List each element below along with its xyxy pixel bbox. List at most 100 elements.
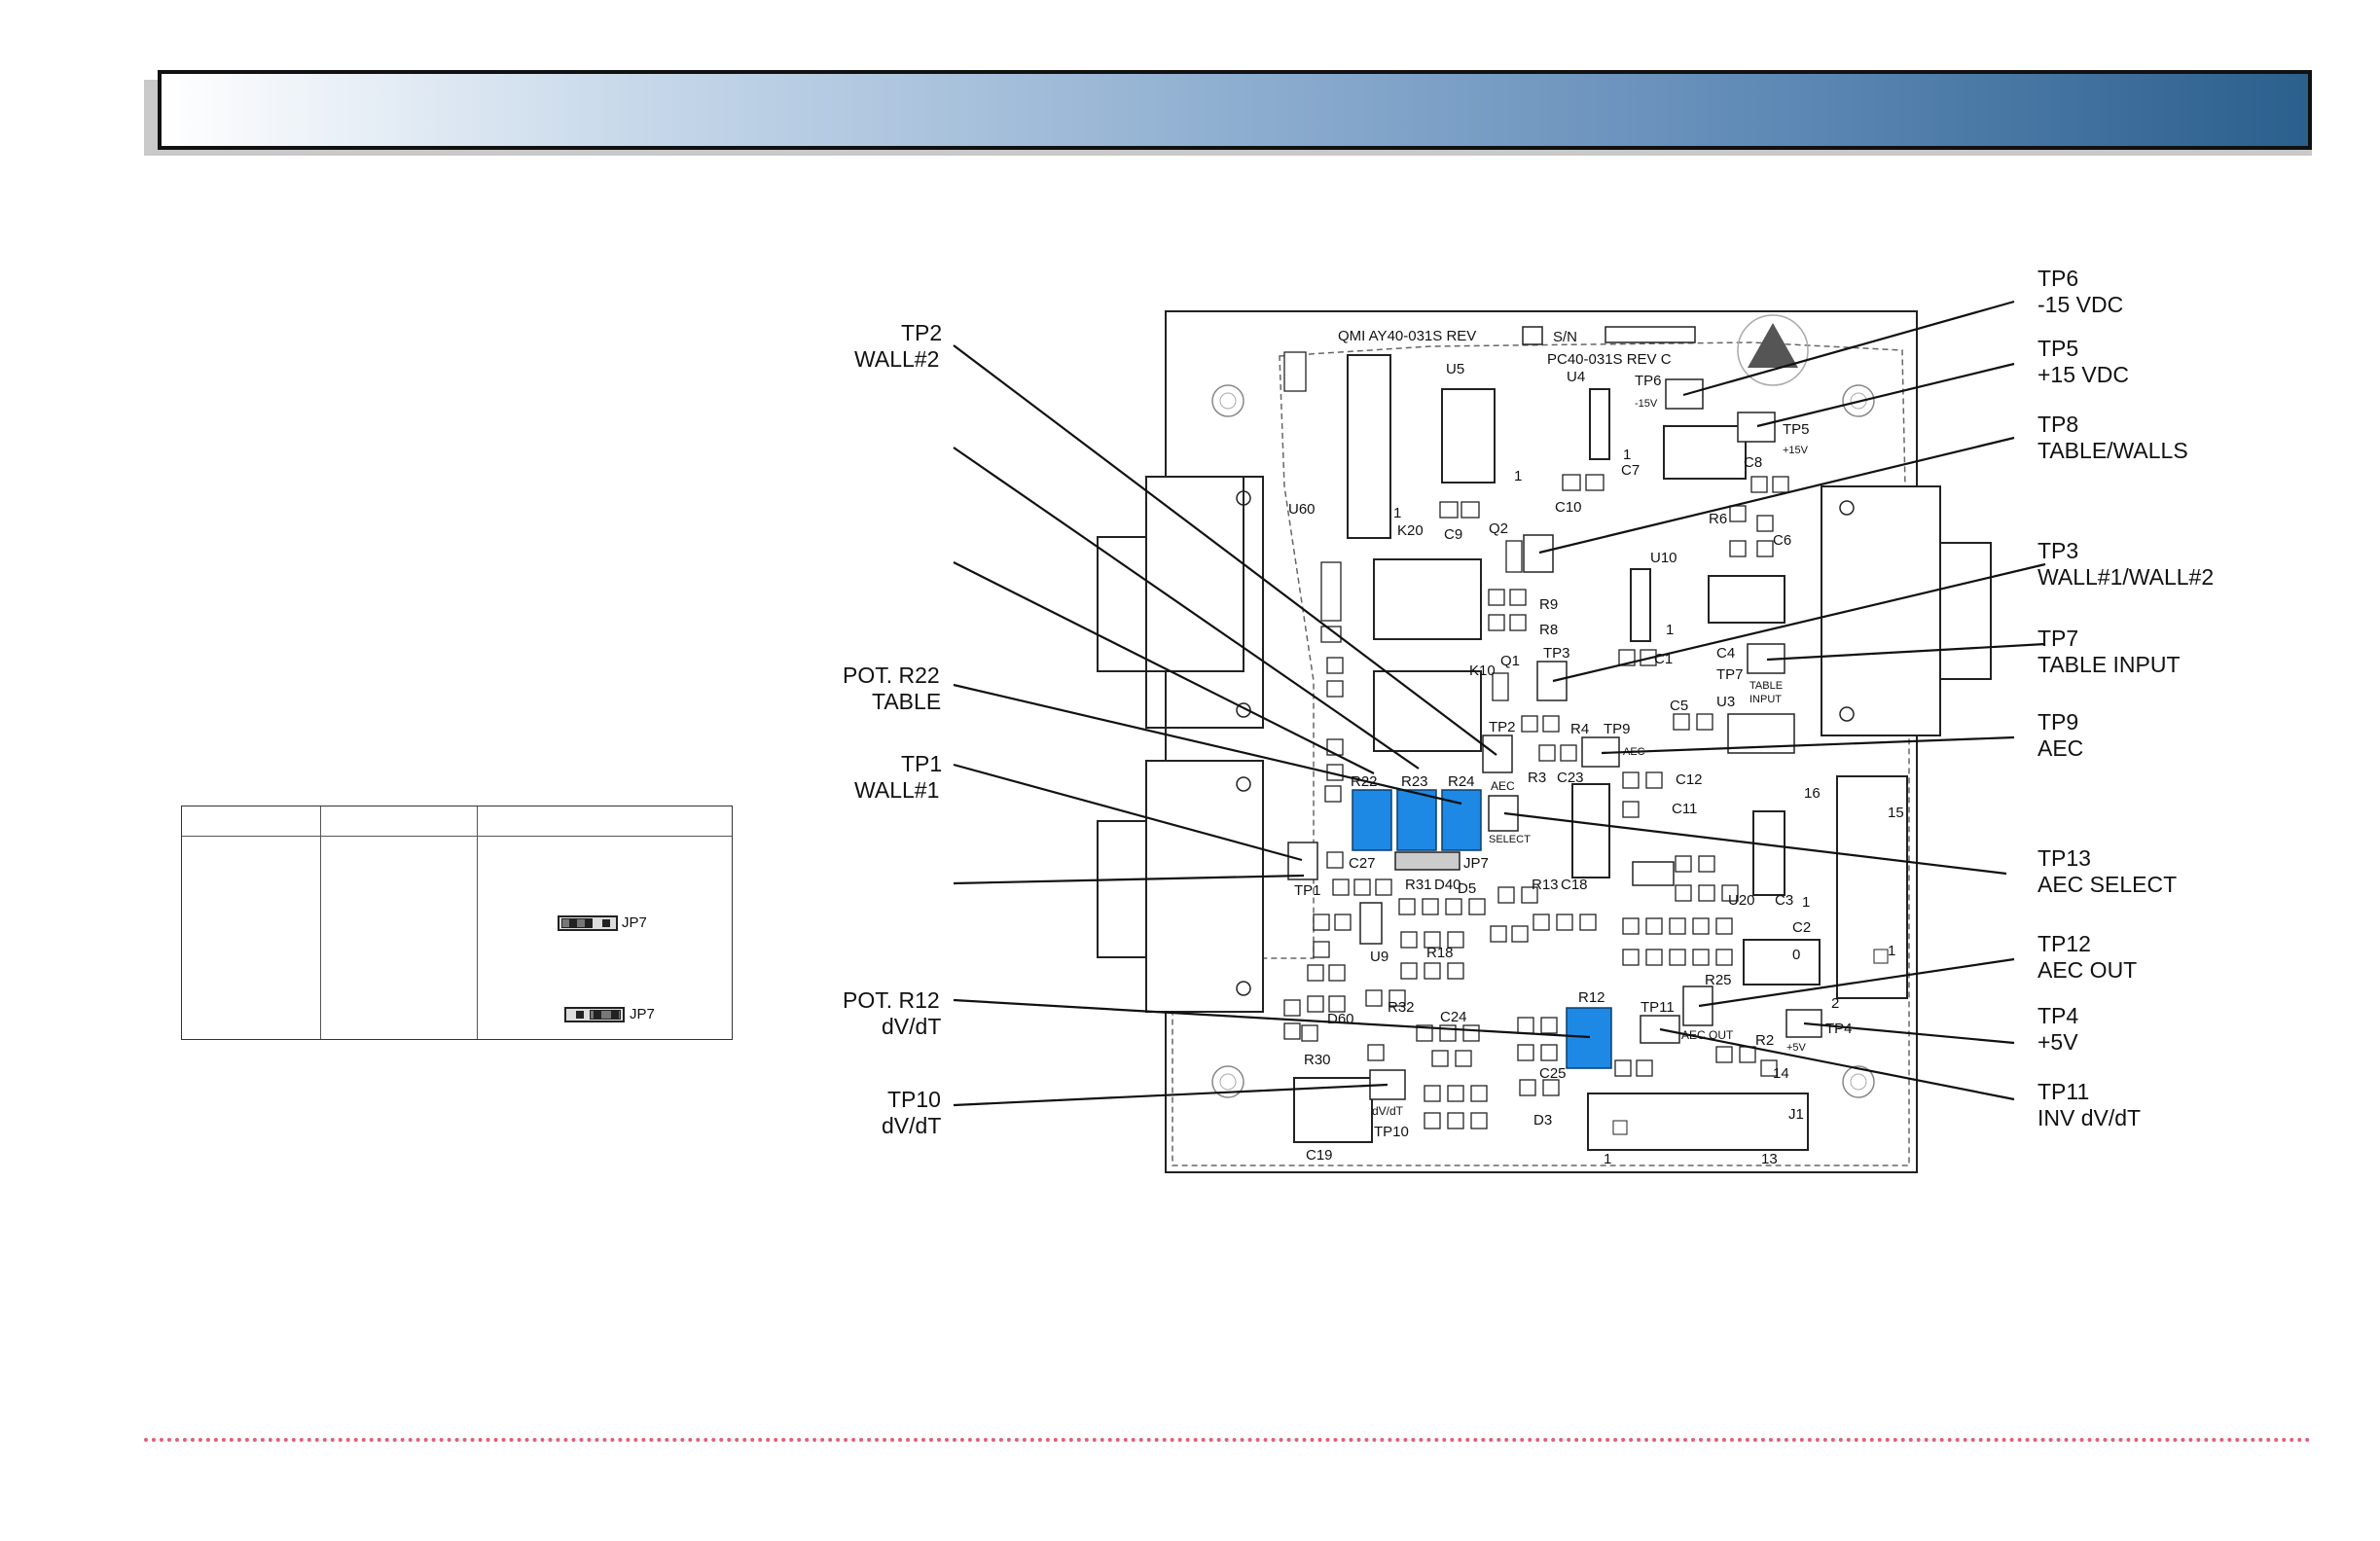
- u60-ic: [1347, 354, 1391, 539]
- label-c25: C25: [1539, 1065, 1567, 1082]
- label-tp1: TP1: [1294, 882, 1321, 899]
- callout-pot-r22-id: POT. R22: [843, 663, 940, 688]
- label-jp7: JP7: [1463, 855, 1489, 872]
- sn-label: S/N: [1553, 329, 1577, 345]
- mounting-hole: [1219, 1073, 1237, 1091]
- label-k10: K10: [1469, 663, 1496, 679]
- label-r23: R23: [1401, 773, 1428, 790]
- callout-tp1-desc: WALL#1: [854, 777, 939, 803]
- label-c12: C12: [1676, 771, 1703, 788]
- label-pin1f: 1: [1666, 622, 1674, 638]
- label-tp11: TP11: [1641, 999, 1675, 1016]
- label-u9: U9: [1370, 949, 1388, 965]
- c2-capacitor: [1743, 939, 1821, 986]
- label-r3: R3: [1528, 770, 1546, 786]
- label-aec-out: AEC OUT: [1681, 1028, 1734, 1042]
- sn-box: [1522, 326, 1543, 345]
- callout-tp5-id: TP5: [2037, 336, 2078, 361]
- u10-ic: [1630, 568, 1651, 642]
- label-c9: C9: [1444, 526, 1462, 543]
- callout-tp5-desc: +15 VDC: [2037, 362, 2129, 387]
- label-d3: D3: [1533, 1112, 1552, 1129]
- leader-lines: [953, 300, 2046, 1107]
- mounting-hole: [1850, 392, 1867, 410]
- label-r9: R9: [1539, 596, 1558, 613]
- label-r32: R32: [1388, 999, 1415, 1016]
- pot-r22: [1352, 789, 1392, 851]
- label-c24: C24: [1440, 1009, 1467, 1025]
- tp2-pad: [1482, 735, 1513, 773]
- label-c7: C7: [1621, 462, 1640, 479]
- callout-tp1-id: TP1: [901, 751, 942, 776]
- jp7-label-a: JP7: [622, 914, 647, 931]
- jp7-jumper-setting-a: [558, 915, 618, 931]
- label-r31: R31: [1405, 877, 1432, 893]
- tp12-pad: [1682, 986, 1713, 1026]
- label-c5: C5: [1670, 698, 1688, 714]
- label-pin13: 13: [1761, 1151, 1778, 1167]
- label-u20: U20: [1728, 892, 1755, 909]
- label-u3: U3: [1716, 694, 1735, 710]
- label-u60: U60: [1288, 501, 1316, 518]
- label-r22: R22: [1351, 773, 1378, 790]
- tp3-pad: [1536, 661, 1568, 701]
- callout-tp2-desc: WALL#2: [854, 346, 939, 372]
- callout-tp6-id: TP6: [2037, 266, 2078, 291]
- jumper-settings-table: JP7 JP7: [181, 806, 733, 1040]
- callout-tp2-id: TP2: [901, 320, 942, 345]
- label-r4: R4: [1570, 721, 1589, 737]
- label-tp2: TP2: [1489, 719, 1516, 735]
- label-tp7: TP7: [1716, 666, 1744, 683]
- callout-tp4-desc: +5V: [2037, 1029, 2078, 1055]
- u3-ic: [1727, 713, 1795, 754]
- label-q2: Q2: [1489, 520, 1508, 537]
- c23-capacitor: [1571, 783, 1610, 878]
- label-k20: K20: [1397, 522, 1424, 539]
- u10-capacitor: [1708, 575, 1785, 624]
- callout-tp11-desc: INV dV/dT: [2037, 1105, 2141, 1130]
- label-u5: U5: [1446, 361, 1464, 377]
- esd-warning-icon: [1737, 314, 1809, 386]
- label-c4: C4: [1716, 645, 1735, 662]
- callout-tp9-desc: AEC: [2037, 735, 2083, 761]
- label-r2: R2: [1755, 1032, 1774, 1049]
- tp1-pad: [1287, 842, 1318, 880]
- label-dvdt: dV/dT: [1372, 1104, 1404, 1118]
- label-r24: R24: [1448, 773, 1475, 790]
- connector-screw: [1236, 490, 1251, 506]
- label-c18: C18: [1561, 877, 1588, 893]
- esd-hand-icon: [1748, 323, 1798, 368]
- callout-tp9-id: TP9: [2037, 709, 2078, 735]
- mounting-hole: [1850, 1073, 1867, 1091]
- u5-ic: [1441, 388, 1496, 484]
- label-c8: C8: [1744, 454, 1762, 471]
- label-r6: R6: [1709, 511, 1727, 527]
- j1-connector: [1587, 1093, 1809, 1151]
- label-u10: U10: [1650, 550, 1677, 566]
- label-pin1e: 1: [1623, 447, 1631, 463]
- label-c10: C10: [1555, 499, 1582, 516]
- left-connector-lower-body: [1097, 820, 1147, 958]
- label-tp3: TP3: [1543, 645, 1570, 662]
- small-pads: [1283, 351, 1789, 1129]
- callout-tp10-desc: dV/dT: [882, 1113, 941, 1138]
- callout-tp12-desc: AEC OUT: [2037, 957, 2137, 983]
- label-pin1b: 1: [1604, 1151, 1611, 1167]
- pcb-board-title: QMI AY40-031S REV: [1338, 328, 1476, 344]
- callout-tp8-id: TP8: [2037, 412, 2078, 437]
- mounting-hole: [1219, 392, 1237, 410]
- label-c27: C27: [1349, 855, 1376, 872]
- label-r25: R25: [1705, 972, 1732, 988]
- tp5-pad: [1737, 412, 1776, 443]
- sn-field: [1605, 326, 1696, 343]
- connector-screw: [1236, 981, 1251, 996]
- label-r13: R13: [1532, 877, 1559, 893]
- left-connector-lower: [1145, 760, 1264, 1013]
- callout-tp10-id: TP10: [887, 1087, 941, 1112]
- label-table: TABLE: [1749, 680, 1783, 692]
- header-connector-16pin: [1836, 775, 1908, 999]
- label-r18: R18: [1426, 945, 1454, 961]
- j1-pin1: [1612, 1120, 1628, 1135]
- mounting-hole: [1211, 1065, 1244, 1098]
